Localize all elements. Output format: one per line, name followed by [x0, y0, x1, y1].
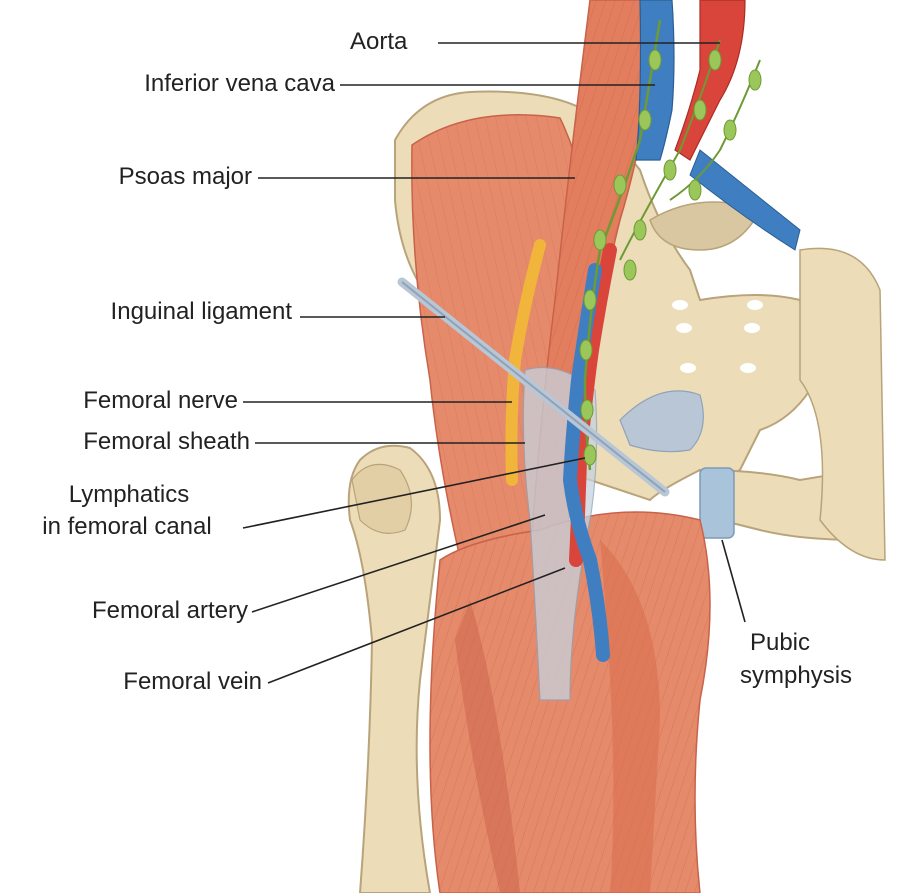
label-femoral-vein: Femoral vein [40, 667, 262, 697]
label-lymphatics-line1: Lymphatics [20, 480, 238, 510]
label-inguinal-ligament: Inguinal ligament [20, 297, 292, 327]
label-psoas-major: Psoas major [40, 162, 252, 192]
label-femoral-sheath: Femoral sheath [20, 427, 250, 457]
label-pubic-line1: Pubic [730, 628, 830, 658]
femur-bone [349, 446, 440, 893]
label-inferior-vena-cava: Inferior vena cava [60, 69, 335, 99]
leader-pubic-symphysis [722, 540, 745, 622]
label-lymphatics-line2: in femoral canal [14, 512, 240, 542]
pubic-symphysis-cartilage [700, 468, 734, 538]
label-femoral-nerve: Femoral nerve [20, 386, 238, 416]
label-aorta: Aorta [350, 27, 407, 57]
label-femoral-artery: Femoral artery [20, 596, 248, 626]
label-pubic-line2: symphysis [740, 661, 852, 691]
